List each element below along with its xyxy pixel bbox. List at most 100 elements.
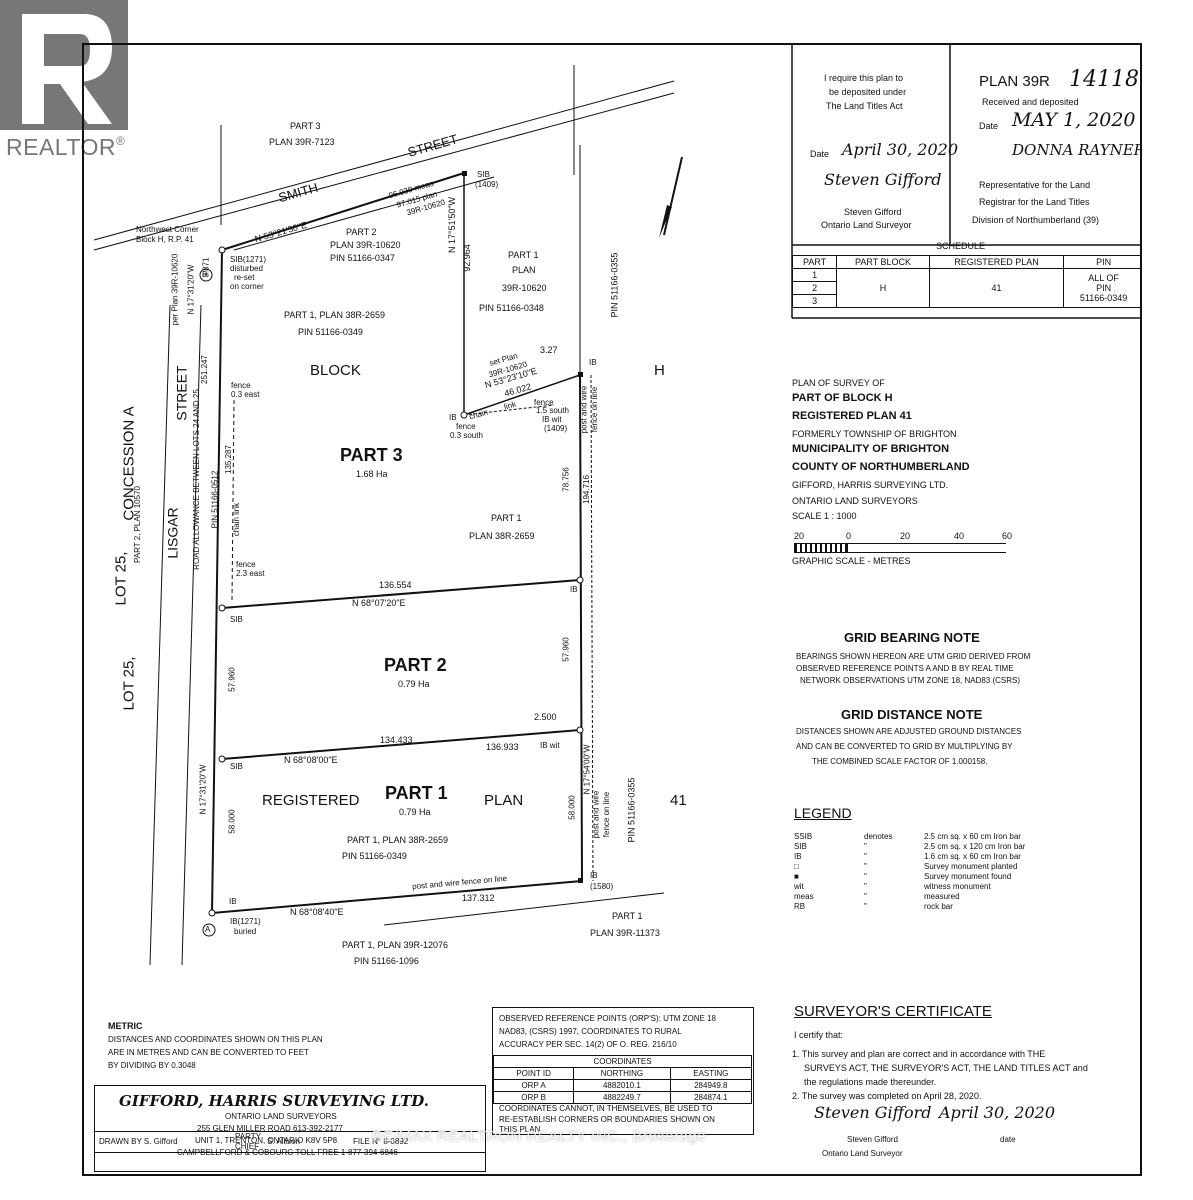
dist-58000-w: 58.000 [227, 809, 237, 834]
survey-line1: PLAN OF SURVEY OF [792, 378, 885, 388]
legend-desc: 2.5 cm sq. x 60 cm Iron bar [924, 832, 1021, 841]
schedule-header: PART BLOCK [836, 255, 930, 269]
survey-line8: ONTARIO LAND SURVEYORS [792, 496, 918, 506]
graphic-scale-bar [794, 543, 1006, 553]
part2-10620: PART 2 [346, 227, 377, 237]
party-label: PARTY [235, 1132, 261, 1141]
post-wire-1: post and wire [579, 385, 589, 434]
survey-line4: FORMERLY TOWNSHIP OF BRIGHTON [792, 429, 957, 439]
certificate-role: Ontario Land Surveyor [822, 1149, 903, 1158]
legend-denotes: " [864, 842, 867, 851]
dist-2500: 2.500 [534, 712, 557, 722]
bearing-note-line1: BEARINGS SHOWN HEREON ARE UTM GRID DERIV… [796, 652, 1031, 661]
coord-header: NORTHING [573, 1067, 671, 1080]
sib1409: SIB [477, 170, 490, 179]
orp-warning2: RE-ESTABLISH CORNERS OR BOUNDARIES SHOWN… [499, 1115, 715, 1124]
survey-line5: MUNICIPALITY OF BRIGHTON [792, 443, 950, 455]
legend-symbol: wit [794, 882, 804, 891]
deposit-line3: The Land Titles Act [826, 101, 903, 111]
pin-0349-b: PIN 51166-0349 [342, 851, 407, 861]
legend-symbol: □ [794, 862, 799, 871]
survey-line3: REGISTERED PLAN 41 [792, 410, 912, 422]
part3-label: PART 3 [340, 445, 403, 465]
schedule-table: PART PART BLOCK REGISTERED PLAN PIN 1 H … [791, 255, 1140, 308]
received-deposited: Received and deposited [982, 97, 1079, 107]
part2-10570: PART 2, PLAN 10570 [132, 486, 142, 563]
coord-header: EASTING [669, 1067, 753, 1080]
drawn-by: DRAWN BY S. Gifford [99, 1137, 178, 1146]
part3-area: 1.68 Ha [356, 469, 388, 479]
h-label: H [654, 362, 665, 379]
legend-denotes: " [864, 852, 867, 861]
sib-part1: SIB [230, 762, 243, 771]
realtor-r-icon [0, 0, 128, 130]
footer-row: DRAWN BY S. Gifford PARTY CHIEF S. Allis… [94, 1131, 486, 1153]
schedule-part: 2 [791, 281, 838, 295]
pin-0355-top: PIN 51166-0355 [609, 252, 620, 318]
registrar-signature: DONNA RAYNER [1012, 141, 1142, 159]
pin-1096: PIN 51166-1096 [354, 956, 419, 966]
ibwit1409-a: IB wit [542, 415, 562, 424]
scale-tick: 40 [954, 531, 965, 541]
registered-label: REGISTERED [262, 792, 360, 809]
plan-drawing [93, 45, 1140, 966]
ib-1580: (1580) [590, 882, 614, 891]
forty-one-label: 41 [670, 792, 687, 809]
ib-wit: IB wit [540, 741, 560, 750]
legend-denotes: " [864, 882, 867, 891]
firm-name: GIFFORD, HARRIS SURVEYING LTD. [119, 1092, 429, 1110]
realtor-wordmark: REALTOR® [6, 134, 126, 160]
part1-area: 0.79 Ha [399, 807, 431, 817]
metric-line2: ARE IN METRES AND CAN BE CONVERTED TO FE… [108, 1048, 309, 1057]
part1-2659-b-b: PLAN 38R-2659 [469, 531, 535, 541]
schedule-plan: 41 [928, 268, 1065, 308]
pin-0512: PIN 51166-0512 [210, 470, 220, 529]
certificate-line1: I certify that: [794, 1030, 844, 1040]
legend-desc: rock bar [924, 902, 953, 911]
part2-label: PART 2 [384, 655, 447, 675]
fence-15-a: fence [534, 398, 554, 407]
ibwit1409-b: (1409) [544, 424, 568, 433]
orp-box: OBSERVED REFERENCE POINTS (ORP'S): UTM Z… [492, 1007, 754, 1135]
certificate-date-label: date [1000, 1135, 1016, 1144]
bearing-note-line3: NETWORK OBSERVATIONS UTM ZONE 18, NAD83 … [800, 676, 1021, 685]
plan-word: PLAN [484, 792, 524, 809]
part1-11373-b: PLAN 39R-11373 [590, 928, 660, 938]
fence-23-a: fence [236, 560, 256, 569]
coord-cell: 284874.1 [669, 1091, 753, 1104]
schedule-block: H [836, 268, 930, 308]
scale-tick: 60 [1002, 531, 1013, 541]
coordinates-table: COORDINATES POINT ID NORTHING EASTING OR… [492, 1055, 753, 1104]
ib-mid: IB [449, 413, 457, 422]
nw-corner-line1: Northwest Corner [136, 225, 199, 234]
legend-desc: measured [924, 892, 960, 901]
post-wire-4: fence on line [602, 791, 612, 838]
schedule-title: SCHEDULE [936, 241, 986, 251]
legend-denotes: " [864, 862, 867, 871]
schedule-header: REGISTERED PLAN [928, 255, 1065, 269]
orp-warning1: COORDINATES CANNOT, IN THEMSELVES, BE US… [499, 1104, 713, 1113]
lisgar-label: LISGAR [164, 507, 181, 559]
part1-11373-a: PART 1 [612, 911, 643, 921]
ib-east1: IB [570, 585, 578, 594]
block-label: BLOCK [310, 362, 361, 379]
plan-10620: PLAN 39R-10620 [330, 240, 401, 250]
coord-cell: 4882010.1 [573, 1079, 671, 1092]
certificate-line4: the regulations made thereunder. [804, 1077, 937, 1087]
part1-10620-c: 39R-10620 [502, 283, 547, 293]
distance-note-title: GRID DISTANCE NOTE [841, 707, 983, 722]
deposit-date-label: Date [810, 149, 830, 159]
metric-title: METRIC [108, 1021, 143, 1031]
distance-note-line2: AND CAN BE CONVERTED TO GRID BY MULTIPLY… [796, 742, 1013, 751]
registrar-line2: Registrar for the Land Titles [979, 197, 1090, 207]
survey-scale: SCALE 1 : 1000 [792, 511, 857, 521]
bearing-68-07: N 68°07'20"E [352, 598, 406, 608]
survey-line6: COUNTY OF NORTHUMBERLAND [792, 461, 970, 473]
schedule-header: PART [791, 255, 838, 269]
part1-10620-a: PART 1 [508, 250, 539, 260]
legend-denotes: denotes [864, 832, 893, 841]
bearing-17-51: N 17°51'50"W [447, 196, 458, 254]
registry-date-value: MAY 1, 2020 [1012, 109, 1136, 131]
bearing-17-54: N 17°54'00"W [582, 744, 592, 795]
